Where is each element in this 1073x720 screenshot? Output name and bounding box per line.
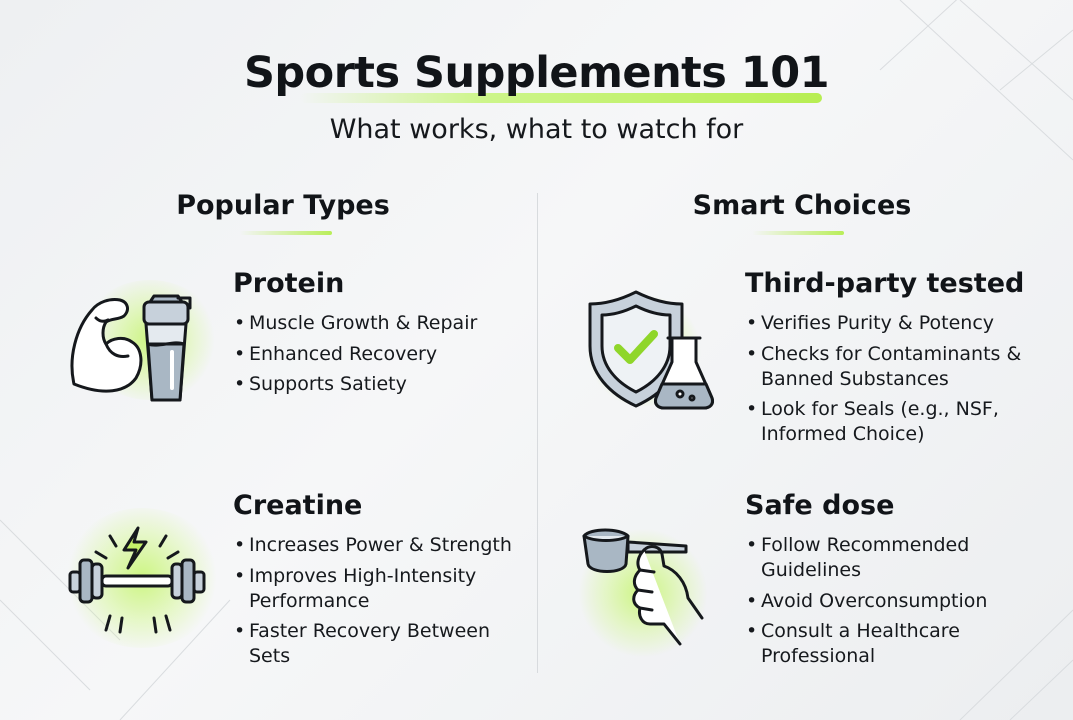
creatine-title: Creatine [233, 490, 363, 521]
list-item: Avoid Overconsumption [746, 589, 1016, 614]
page-subtitle: What works, what to watch for [329, 114, 744, 145]
column-divider [537, 193, 538, 673]
list-item: Improves High-Intensity Performance [234, 564, 524, 614]
bicep-shaker-icon [70, 294, 192, 402]
third-party-bullets: Verifies Purity & Potency Checks for Con… [746, 311, 1046, 453]
list-item: Verifies Purity & Potency [746, 311, 1046, 336]
smart-choices-underline [752, 231, 844, 235]
safe-dose-title: Safe dose [745, 490, 895, 521]
protein-bullets: Muscle Growth & Repair Enhanced Recovery… [234, 311, 504, 403]
list-item: Enhanced Recovery [234, 342, 504, 367]
list-item: Consult a Healthcare Professional [746, 619, 1016, 669]
safe-dose-bullets: Follow Recommended Guidelines Avoid Over… [746, 533, 1016, 675]
scoop-hand-icon [582, 528, 704, 646]
smart-choices-heading: Smart Choices [692, 190, 912, 221]
dumbbell-bolt-icon [68, 526, 206, 634]
creatine-bullets: Increases Power & Strength Improves High… [234, 533, 524, 675]
page-title: Sports Supplements 101 [243, 48, 830, 98]
protein-title: Protein [233, 268, 345, 299]
popular-types-heading: Popular Types [176, 190, 390, 221]
list-item: Muscle Growth & Repair [234, 311, 504, 336]
title-highlight [300, 93, 822, 103]
list-item: Increases Power & Strength [234, 533, 524, 558]
shield-flask-icon [588, 290, 714, 410]
list-item: Look for Seals (e.g., NSF, Informed Choi… [746, 397, 1046, 447]
third-party-title: Third-party tested [745, 268, 1025, 299]
popular-types-underline [240, 231, 332, 235]
list-item: Supports Satiety [234, 372, 504, 397]
list-item: Follow Recommended Guidelines [746, 533, 1016, 583]
list-item: Faster Recovery Between Sets [234, 619, 524, 669]
list-item: Checks for Contaminants & Banned Substan… [746, 342, 1046, 392]
